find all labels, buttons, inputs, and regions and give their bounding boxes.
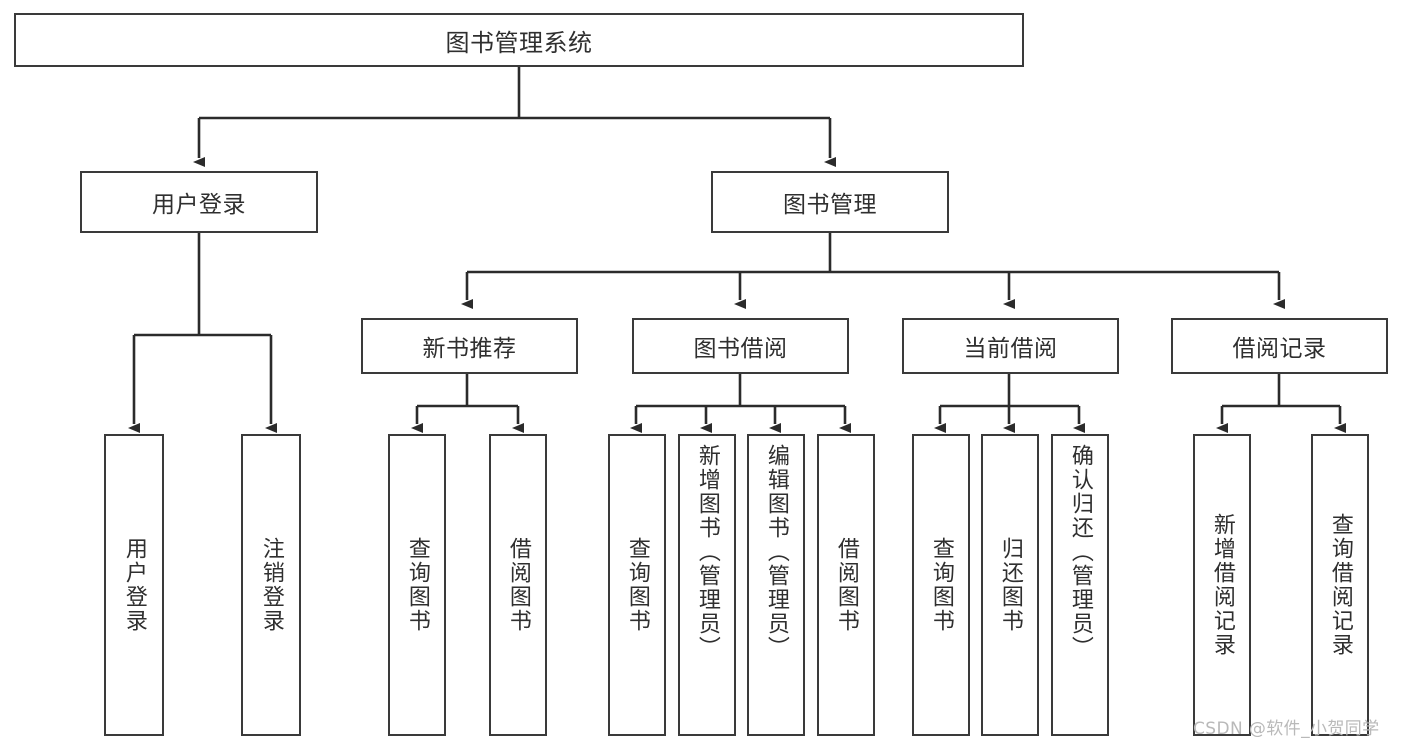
- node-borrow-record[interactable]: 借阅记录: [1171, 318, 1388, 374]
- node-leaf-query-book-2[interactable]: 查询图书: [608, 434, 666, 736]
- node-leaf-return-book-label: 归还图书: [997, 537, 1023, 633]
- node-leaf-query-book-3[interactable]: 查询图书: [912, 434, 970, 736]
- node-new-book-recommend[interactable]: 新书推荐: [361, 318, 578, 374]
- node-leaf-query-record-label: 查询借阅记录: [1327, 513, 1353, 657]
- node-current-borrow[interactable]: 当前借阅: [902, 318, 1119, 374]
- node-leaf-edit-book[interactable]: 编辑图书（管理员）: [747, 434, 805, 736]
- node-root-label: 图书管理系统: [445, 28, 593, 57]
- node-leaf-add-record-label: 新增借阅记录: [1209, 513, 1235, 657]
- node-leaf-borrow-book-1-label: 借阅图书: [505, 537, 531, 633]
- node-leaf-confirm-return[interactable]: 确认归还（管理员）: [1051, 434, 1109, 736]
- node-current-borrow-label: 当前借阅: [963, 336, 1058, 362]
- node-leaf-query-book-2-label: 查询图书: [624, 537, 650, 633]
- node-leaf-add-record[interactable]: 新增借阅记录: [1193, 434, 1251, 736]
- node-leaf-query-book-3-label: 查询图书: [928, 537, 954, 633]
- node-book-management-label: 图书管理: [783, 192, 877, 218]
- node-leaf-add-book[interactable]: 新增图书（管理员）: [678, 434, 736, 736]
- node-leaf-user-login-label: 用户登录: [121, 537, 147, 633]
- node-leaf-query-book-1-label: 查询图书: [404, 537, 430, 633]
- node-book-borrow-label: 图书借阅: [693, 336, 788, 362]
- node-leaf-user-login[interactable]: 用户登录: [104, 434, 164, 736]
- node-book-borrow[interactable]: 图书借阅: [632, 318, 849, 374]
- node-user-login[interactable]: 用户登录: [80, 171, 318, 233]
- node-leaf-edit-book-label: 编辑图书（管理员）: [763, 444, 789, 660]
- node-leaf-borrow-book-2-label: 借阅图书: [833, 537, 859, 633]
- node-user-login-label: 用户登录: [152, 192, 246, 218]
- node-leaf-query-record[interactable]: 查询借阅记录: [1311, 434, 1369, 736]
- node-leaf-borrow-book-1[interactable]: 借阅图书: [489, 434, 547, 736]
- node-leaf-return-book[interactable]: 归还图书: [981, 434, 1039, 736]
- node-root[interactable]: 图书管理系统: [14, 13, 1024, 67]
- node-leaf-query-book-1[interactable]: 查询图书: [388, 434, 446, 736]
- node-borrow-record-label: 借阅记录: [1232, 336, 1327, 362]
- node-leaf-add-book-label: 新增图书（管理员）: [694, 444, 720, 660]
- node-leaf-borrow-book-2[interactable]: 借阅图书: [817, 434, 875, 736]
- node-new-book-recommend-label: 新书推荐: [422, 336, 517, 362]
- watermark: CSDN @软件_小贺同学: [1193, 719, 1380, 739]
- node-leaf-logout-login[interactable]: 注销登录: [241, 434, 301, 736]
- node-leaf-confirm-return-label: 确认归还（管理员）: [1067, 444, 1093, 660]
- node-leaf-logout-login-label: 注销登录: [258, 537, 284, 633]
- node-book-management[interactable]: 图书管理: [711, 171, 949, 233]
